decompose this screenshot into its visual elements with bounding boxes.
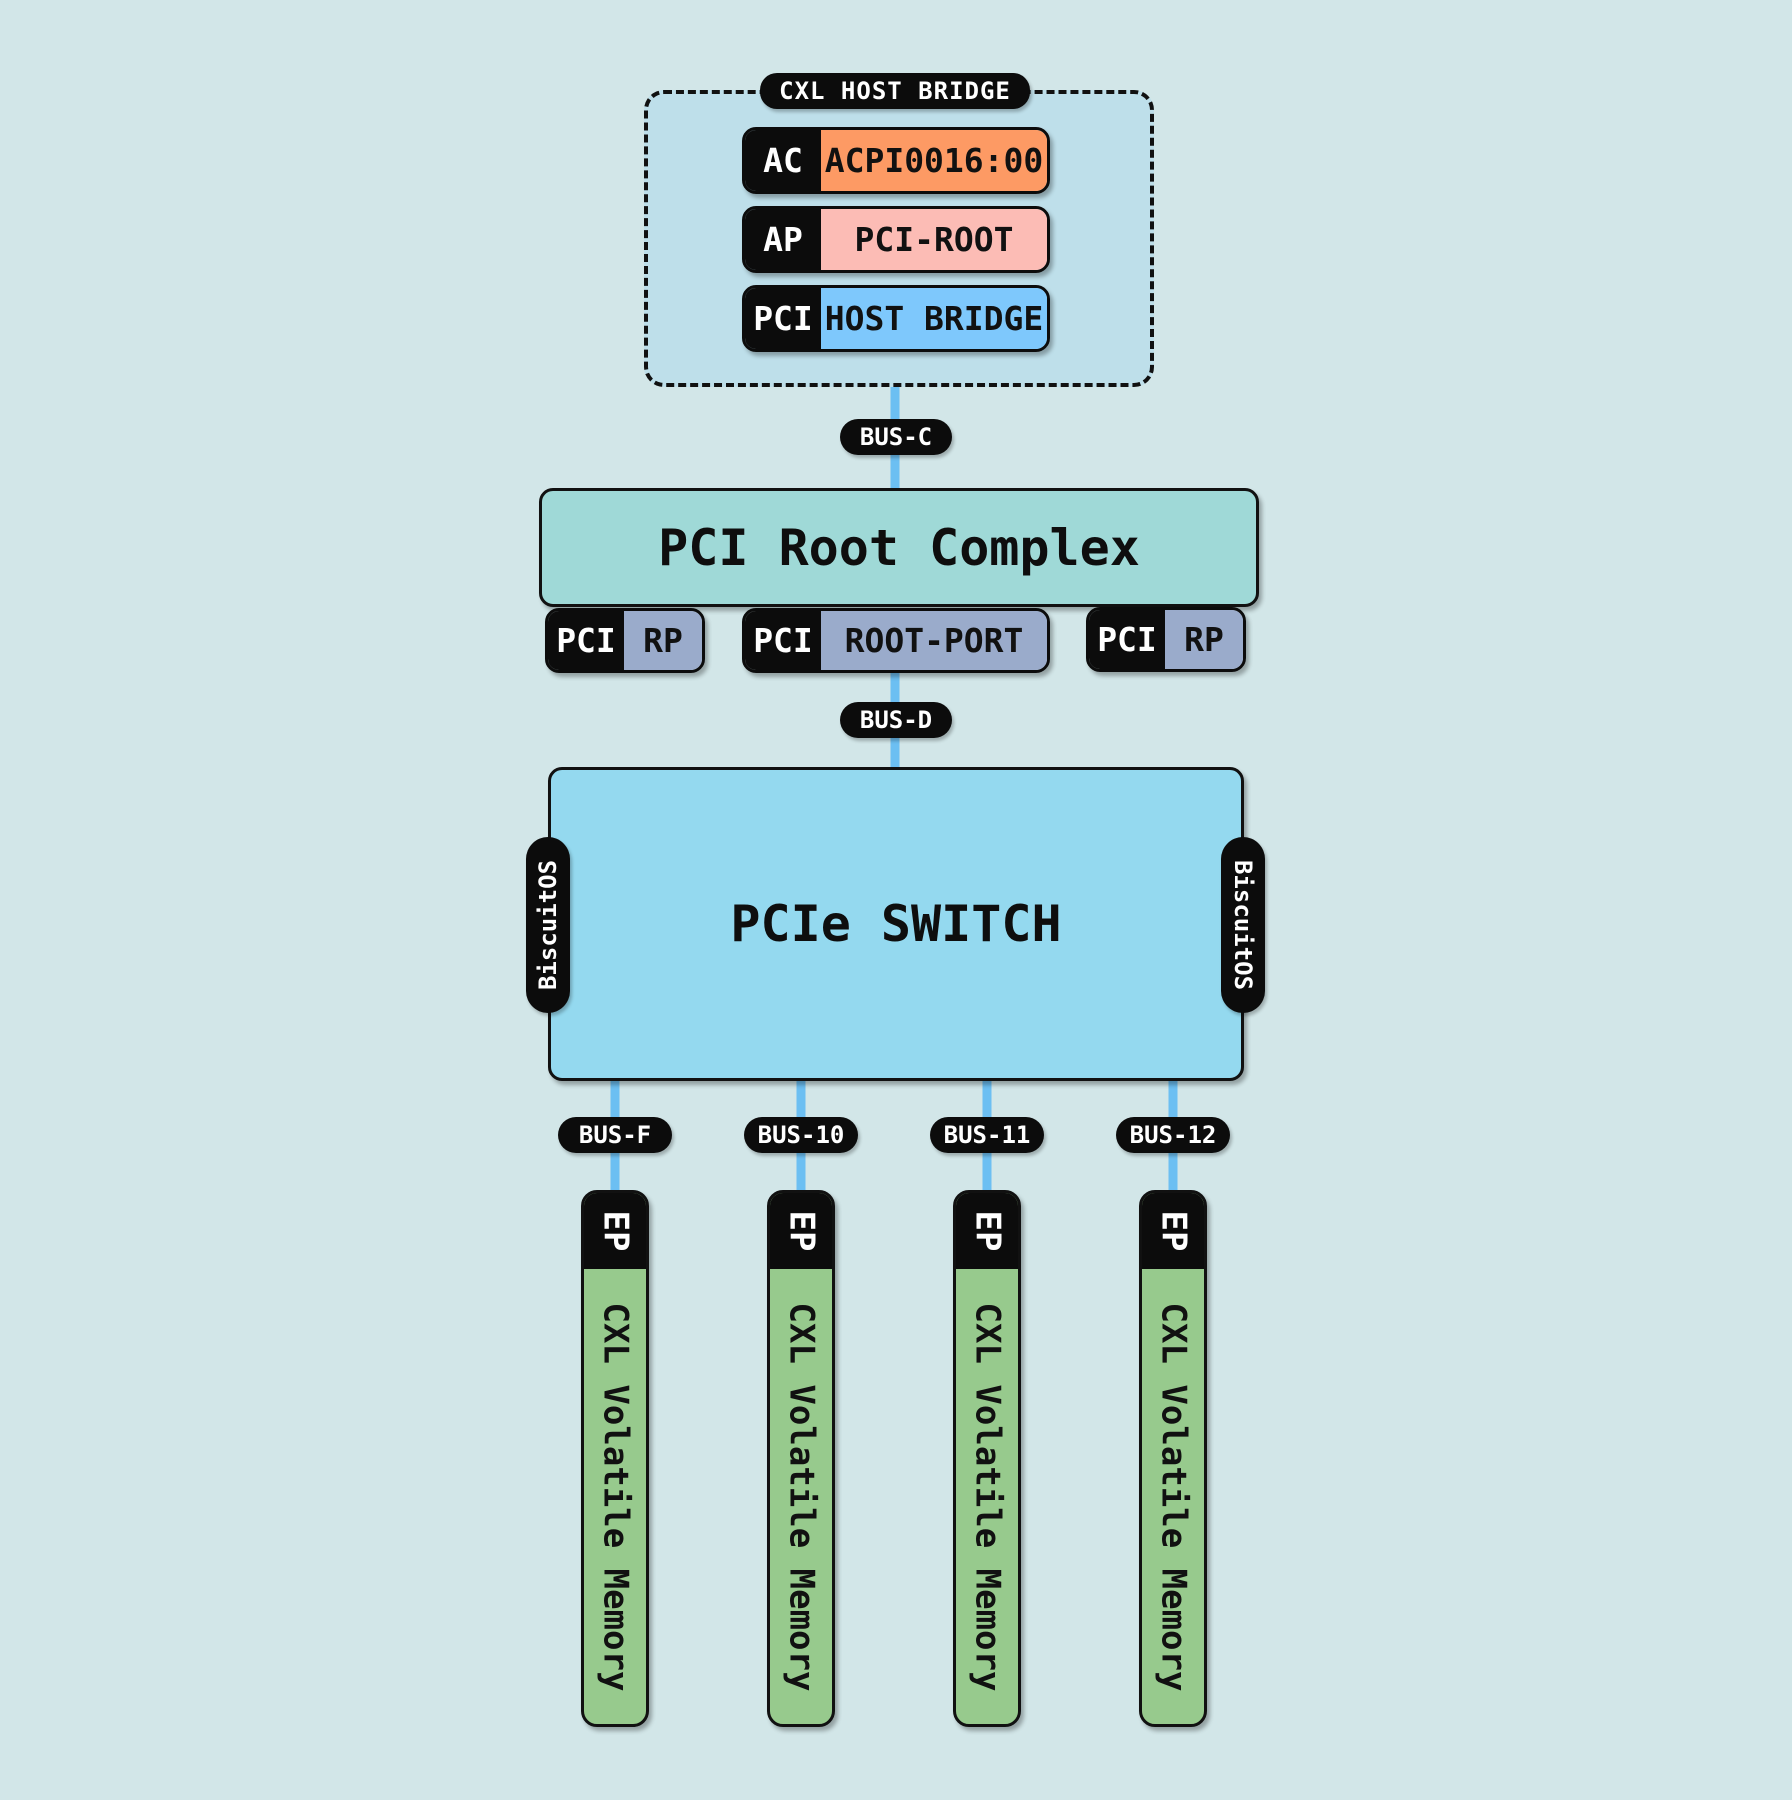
endpoint-2: EP CXL Volatile Memory xyxy=(767,1190,835,1727)
pci-root-value: PCI-ROOT xyxy=(821,209,1047,270)
endpoint-4-value-cell: CXL Volatile Memory xyxy=(1142,1269,1204,1724)
endpoint-4-value: CXL Volatile Memory xyxy=(1153,1302,1193,1691)
endpoint-1-value: CXL Volatile Memory xyxy=(595,1302,635,1691)
cxl-host-bridge-title: CXL HOST BRIDGE xyxy=(760,73,1030,109)
endpoint-1-key-cell: EP xyxy=(584,1193,646,1269)
bus-label-12: BUS-12 xyxy=(1116,1117,1230,1153)
endpoint-4-key: EP xyxy=(1152,1210,1193,1252)
endpoint-1-key: EP xyxy=(594,1210,635,1252)
acpi-value: ACPI0016:00 xyxy=(821,130,1047,191)
root-port-center: PCI ROOT-PORT xyxy=(742,608,1050,673)
bus-label-f: BUS-F xyxy=(558,1117,672,1153)
endpoint-4-key-cell: EP xyxy=(1142,1193,1204,1269)
endpoint-3-value-cell: CXL Volatile Memory xyxy=(956,1269,1018,1724)
endpoint-1: EP CXL Volatile Memory xyxy=(581,1190,649,1727)
pcie-switch: PCIe SWITCH xyxy=(548,767,1244,1081)
root-port-right-value: RP xyxy=(1165,610,1243,669)
root-port-center-value: ROOT-PORT xyxy=(821,611,1047,670)
root-port-left: PCI RP xyxy=(545,608,705,673)
endpoint-3: EP CXL Volatile Memory xyxy=(953,1190,1021,1727)
root-port-right: PCI RP xyxy=(1086,607,1246,672)
acpi-device-tag: AC ACPI0016:00 xyxy=(742,127,1050,194)
endpoint-3-value: CXL Volatile Memory xyxy=(967,1302,1007,1691)
pci-root-key: AP xyxy=(745,209,821,270)
bus-label-c: BUS-C xyxy=(840,419,952,455)
bus-label-d: BUS-D xyxy=(840,702,952,738)
endpoint-1-value-cell: CXL Volatile Memory xyxy=(584,1269,646,1724)
switch-side-tab-left: BiscuitOS xyxy=(526,837,570,1013)
switch-side-tab-right: BiscuitOS xyxy=(1221,837,1265,1013)
acpi-key: AC xyxy=(745,130,821,191)
root-port-left-value: RP xyxy=(624,611,702,670)
endpoint-3-key: EP xyxy=(966,1210,1007,1252)
endpoint-2-value-cell: CXL Volatile Memory xyxy=(770,1269,832,1724)
endpoint-3-key-cell: EP xyxy=(956,1193,1018,1269)
switch-side-label-left: BiscuitOS xyxy=(534,859,563,991)
host-bridge-value: HOST BRIDGE xyxy=(821,288,1047,349)
switch-side-label-right: BiscuitOS xyxy=(1229,859,1258,991)
bus-label-11: BUS-11 xyxy=(930,1117,1044,1153)
root-port-right-key: PCI xyxy=(1089,610,1165,669)
pci-root-tag: AP PCI-ROOT xyxy=(742,206,1050,273)
host-bridge-tag: PCI HOST BRIDGE xyxy=(742,285,1050,352)
host-bridge-key: PCI xyxy=(745,288,821,349)
endpoint-2-key: EP xyxy=(780,1210,821,1252)
endpoint-2-value: CXL Volatile Memory xyxy=(781,1302,821,1691)
bus-label-10: BUS-10 xyxy=(744,1117,858,1153)
endpoint-2-key-cell: EP xyxy=(770,1193,832,1269)
root-port-left-key: PCI xyxy=(548,611,624,670)
endpoint-4: EP CXL Volatile Memory xyxy=(1139,1190,1207,1727)
root-port-center-key: PCI xyxy=(745,611,821,670)
pci-root-complex: PCI Root Complex xyxy=(539,488,1259,607)
